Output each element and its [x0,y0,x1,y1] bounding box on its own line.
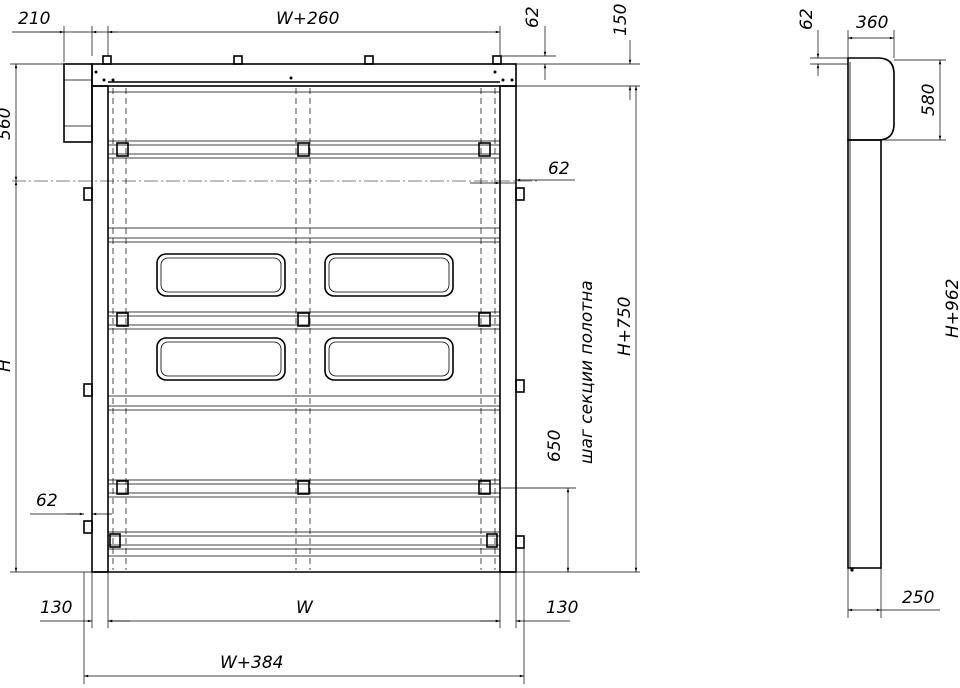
dim-130-right: 130 [546,598,578,618]
dim-150: 150 [611,4,631,36]
dim-h-750: H+750 [615,297,635,356]
dim-h-962: H+962 [943,279,960,338]
windows [156,253,454,381]
side-housing [847,57,895,141]
dimension-labels: 210 W+260 62 150 62 360 580 62 H+962 H+7… [0,4,960,673]
dim-w: W [296,598,314,618]
hinges [109,142,498,548]
front-view [12,55,538,573]
side-guide [847,139,882,569]
right-guide [499,85,517,573]
dim-w-260: W+260 [276,9,340,29]
dim-62-top: 62 [523,6,543,28]
dim-130-left: 130 [40,598,72,618]
dim-62-left: 62 [36,491,58,511]
dim-360: 360 [856,13,888,33]
section-joints [108,91,500,557]
side-view [847,57,895,572]
dim-left-cut-mid: H [0,359,15,372]
left-guide [91,85,109,573]
dim-62-side-top: 62 [797,8,817,30]
wall-brackets [83,187,525,549]
dim-250: 250 [902,588,934,608]
dim-left-cut-top: 560 [0,108,15,140]
dim-w-384: W+384 [220,653,284,673]
dim-580: 580 [919,84,939,116]
dim-650: 650 [545,430,565,462]
motor-box [63,63,93,143]
dim-210: 210 [18,9,50,29]
section-step-label: шаг секции полотна [577,280,597,464]
dim-62-right: 62 [548,159,570,179]
dimension-lines [10,26,946,684]
